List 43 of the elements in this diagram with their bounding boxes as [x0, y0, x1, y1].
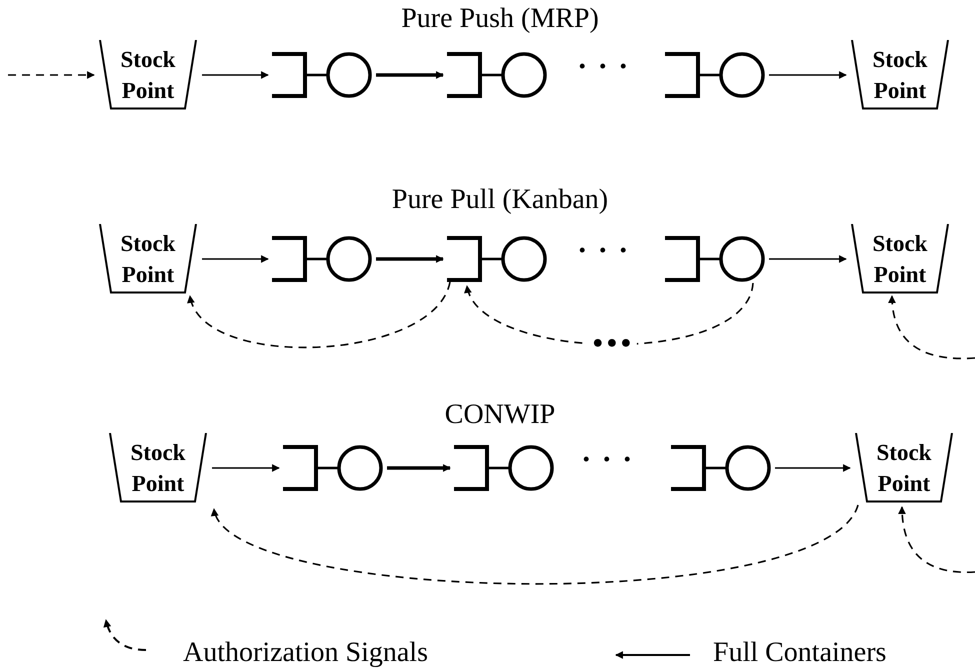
ellipsis-label: ··· [577, 50, 639, 84]
legend-label: Authorization Signals [183, 636, 428, 670]
queue-server-station [272, 236, 372, 282]
section-title: Pure Push (MRP) [401, 2, 599, 36]
arrow [202, 71, 269, 79]
stock-point-bin [850, 224, 950, 294]
arrow [202, 255, 269, 263]
queue-server-station [283, 445, 383, 491]
arrow [387, 464, 451, 472]
arrow [376, 71, 444, 79]
stock-point-label: Stock Point [876, 439, 932, 498]
dashed-arrow [898, 506, 975, 573]
arrow [769, 255, 847, 263]
ellipsis-label: ··· [581, 443, 643, 477]
stock-point-bin [854, 433, 954, 503]
stock-point-label: Stock Point [120, 230, 176, 289]
stock-point-label: Stock Point [130, 439, 186, 498]
arrow [212, 464, 280, 472]
queue-server-station [671, 445, 771, 491]
legend-label: Full Containers [713, 636, 886, 670]
stock-point-bin [108, 433, 208, 503]
arrow [775, 464, 851, 472]
dashed-arrow [888, 295, 975, 360]
arrow [769, 71, 847, 79]
queue-server-station [447, 52, 547, 98]
stock-point-bin [98, 224, 198, 294]
stock-point-label: Stock Point [120, 46, 176, 105]
stock-point-bin [98, 40, 198, 110]
arrow [376, 255, 444, 263]
stock-point-label: Stock Point [872, 230, 928, 289]
queue-server-station [447, 236, 547, 282]
dashed-arrow [8, 71, 95, 79]
stock-point-bin [850, 40, 950, 110]
queue-server-station [272, 52, 372, 98]
section-title: Pure Pull (Kanban) [392, 183, 608, 217]
dashed-arrow [188, 282, 451, 348]
queue-server-station [665, 52, 765, 98]
stock-point-label: Stock Point [872, 46, 928, 105]
section-title: CONWIP [444, 398, 556, 432]
queue-server-station [665, 236, 765, 282]
queue-server-station [454, 445, 554, 491]
dashed-arrow [213, 504, 859, 585]
ellipsis-label: ··· [577, 234, 639, 268]
